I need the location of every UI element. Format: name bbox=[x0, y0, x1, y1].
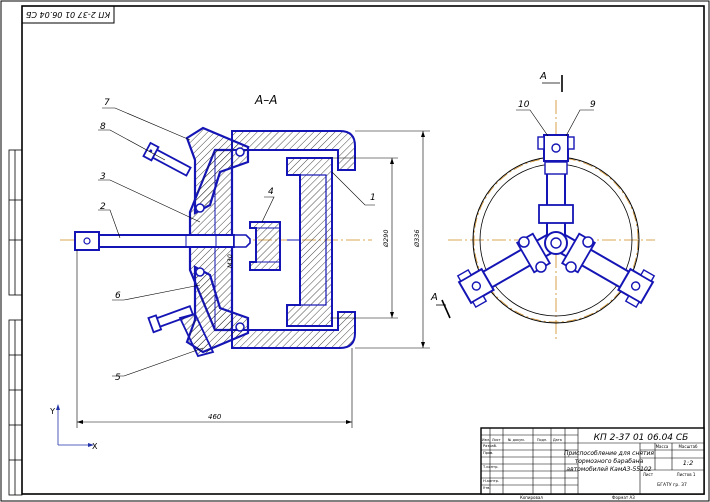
tb-role-1: Разраб. bbox=[483, 444, 497, 448]
title-line-1: Приспособление для снятия bbox=[564, 450, 654, 457]
part-4-spacer bbox=[249, 221, 281, 271]
title-block: КП 2-37 01 06.04 СБ Приспособление для с… bbox=[480, 427, 705, 500]
dim-thread: M30 bbox=[226, 254, 234, 268]
callout-2: 2 bbox=[100, 202, 106, 212]
lower-clamp-screw bbox=[147, 305, 195, 334]
callout-4: 4 bbox=[268, 187, 274, 197]
part-2-force-screw bbox=[74, 231, 251, 251]
designation-rotated-text: КП 2-37 01 06.04 СБ bbox=[25, 10, 110, 19]
end-view-leaders bbox=[516, 109, 594, 137]
title-format: Формат А3 bbox=[612, 495, 635, 500]
axis-x-label: X bbox=[92, 442, 98, 451]
callout-7: 7 bbox=[104, 98, 110, 108]
coordinate-axes bbox=[57, 408, 90, 446]
axis-y-label: Y bbox=[49, 407, 55, 416]
title-scale: 1:2 bbox=[683, 459, 693, 467]
tb-head-3: № докум. bbox=[508, 438, 525, 442]
title-sheets: Листов 1 bbox=[677, 472, 696, 477]
section-label: А–А bbox=[254, 93, 277, 107]
dim-overall-length: 460 bbox=[208, 413, 222, 421]
tb-head-5: Дата bbox=[553, 438, 562, 442]
end-view bbox=[448, 100, 656, 340]
callout-5: 5 bbox=[115, 373, 121, 383]
title-line-3: автомобилей КамАЗ-55102 bbox=[566, 466, 651, 473]
tb-head-1: Изм. bbox=[482, 438, 490, 442]
title-designation: КП 2-37 01 06.04 СБ bbox=[594, 433, 689, 443]
upper-clamp-screw bbox=[142, 141, 192, 177]
callout-8: 8 bbox=[100, 122, 106, 132]
tb-role-5: Утв. bbox=[483, 486, 491, 490]
title-copied: Копировал bbox=[520, 495, 543, 500]
dimension-arrows bbox=[77, 131, 425, 424]
callout-3: 3 bbox=[100, 172, 106, 182]
callout-10: 10 bbox=[518, 100, 530, 110]
upper-lever bbox=[185, 126, 250, 215]
callout-9: 9 bbox=[590, 100, 596, 110]
callout-6: 6 bbox=[115, 291, 121, 301]
title-mass-word: Масса bbox=[656, 444, 669, 449]
title-scale-word: Масштаб bbox=[678, 444, 698, 449]
cut-label-bottom: А bbox=[430, 292, 438, 303]
tb-role-4: Н.контр. bbox=[483, 479, 499, 483]
dimension-lines bbox=[76, 130, 430, 428]
title-sheet-word: Лист bbox=[643, 472, 654, 477]
tb-head-4: Подп. bbox=[537, 438, 547, 442]
cut-label-top: А bbox=[539, 71, 547, 82]
tb-head-2: Лист bbox=[492, 438, 501, 442]
rotated-designation: КП 2-37 01 06.04 СБ bbox=[21, 5, 115, 24]
title-line-2: тормозного барабана bbox=[575, 458, 644, 465]
leader-lines bbox=[98, 107, 375, 377]
title-org: БГАТУ гр. 37 bbox=[657, 482, 687, 488]
tb-role-3: Т.контр. bbox=[482, 465, 499, 469]
left-margin-strips bbox=[8, 149, 23, 496]
dim-diameter-inner: Ø290 bbox=[382, 229, 390, 248]
dim-diameter-outer: Ø336 bbox=[413, 229, 421, 248]
cutting-plane-marks bbox=[436, 75, 563, 319]
tb-role-2: Пров. bbox=[483, 451, 493, 455]
callout-1: 1 bbox=[370, 193, 376, 203]
part-5-foot bbox=[178, 312, 215, 358]
